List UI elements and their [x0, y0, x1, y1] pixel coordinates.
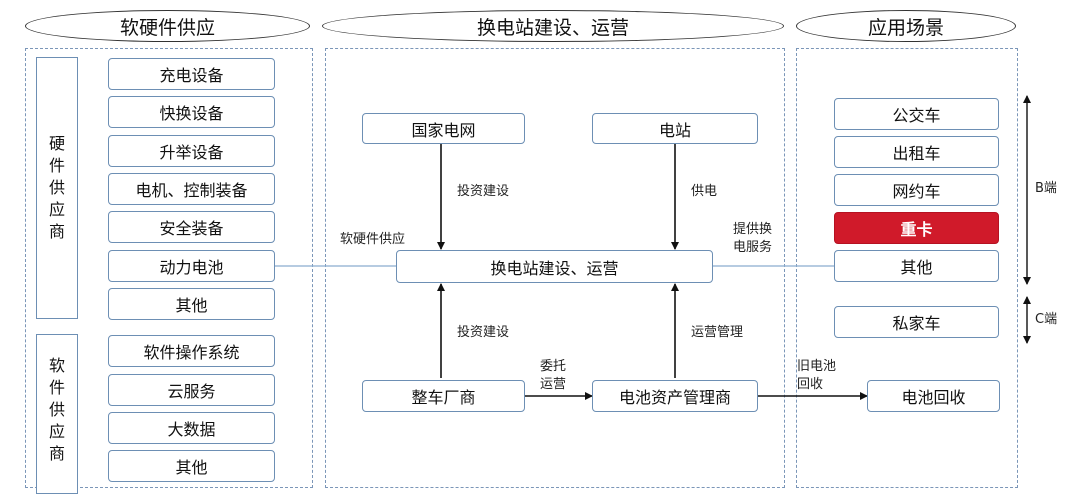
scene-private-car: 私家车: [834, 306, 999, 338]
header-hardware-software-supply: 软硬件供应: [25, 10, 310, 42]
sw-item-cloud: 云服务: [108, 374, 275, 406]
scene-other: 其他: [834, 250, 999, 282]
sw-item-other: 其他: [108, 450, 275, 482]
label-provide-swap-service: 提供换电服务: [733, 222, 773, 255]
header-label: 应用场景: [867, 16, 944, 39]
hw-item-safety-equipment: 安全装备: [108, 211, 275, 243]
label-entrust-ops: 委托运营: [540, 359, 567, 392]
hw-item-motor-control: 电机、控制装备: [108, 173, 275, 205]
header-application-scenes: 应用场景: [796, 10, 1016, 42]
node-battery-asset-manager: 电池资产管理商: [592, 380, 758, 412]
hw-item-charging-equipment: 充电设备: [108, 58, 275, 90]
connector-lines: [274, 95, 1031, 400]
label-b-end: B端: [1035, 181, 1057, 196]
hw-item-quick-swap-equipment: 快换设备: [108, 96, 275, 128]
header-station-build-ops: 换电站建设、运营: [322, 10, 784, 42]
header-label: 换电站建设、运营: [476, 16, 629, 39]
node-oem: 整车厂商: [362, 380, 525, 412]
hw-item-power-battery: 动力电池: [108, 250, 275, 282]
node-station-build-ops: 换电站建设、运营: [396, 250, 713, 283]
scene-ride-hailing: 网约车: [834, 174, 999, 206]
label-invest-build-bottom: 投资建设: [457, 325, 510, 340]
software-supplier-group: 软件供应商: [36, 334, 78, 494]
label-ops-management: 运营管理: [691, 325, 744, 340]
label-power-supply: 供电: [691, 184, 718, 199]
sw-item-os: 软件操作系统: [108, 335, 275, 367]
header-label: 软硬件供应: [119, 16, 215, 39]
label-invest-build-top: 投资建设: [457, 184, 510, 199]
hardware-supplier-label: 硬件供应商: [48, 134, 65, 241]
software-supplier-label: 软件供应商: [48, 356, 65, 463]
scene-bus: 公交车: [834, 98, 999, 130]
scene-taxi: 出租车: [834, 136, 999, 168]
node-battery-recycle: 电池回收: [867, 380, 1000, 412]
hw-item-other: 其他: [108, 288, 275, 320]
scene-heavy-truck: 重卡: [834, 212, 999, 244]
label-c-end: C端: [1035, 312, 1058, 327]
label-old-battery-recycle: 旧电池回收: [797, 359, 837, 392]
sw-item-big-data: 大数据: [108, 412, 275, 444]
hardware-supplier-group: 硬件供应商: [36, 57, 78, 319]
label-hw-sw-supply: 软硬件供应: [340, 232, 406, 247]
node-power-station: 电站: [592, 113, 758, 144]
hw-item-lift-equipment: 升举设备: [108, 135, 275, 167]
node-state-grid: 国家电网: [362, 113, 525, 144]
